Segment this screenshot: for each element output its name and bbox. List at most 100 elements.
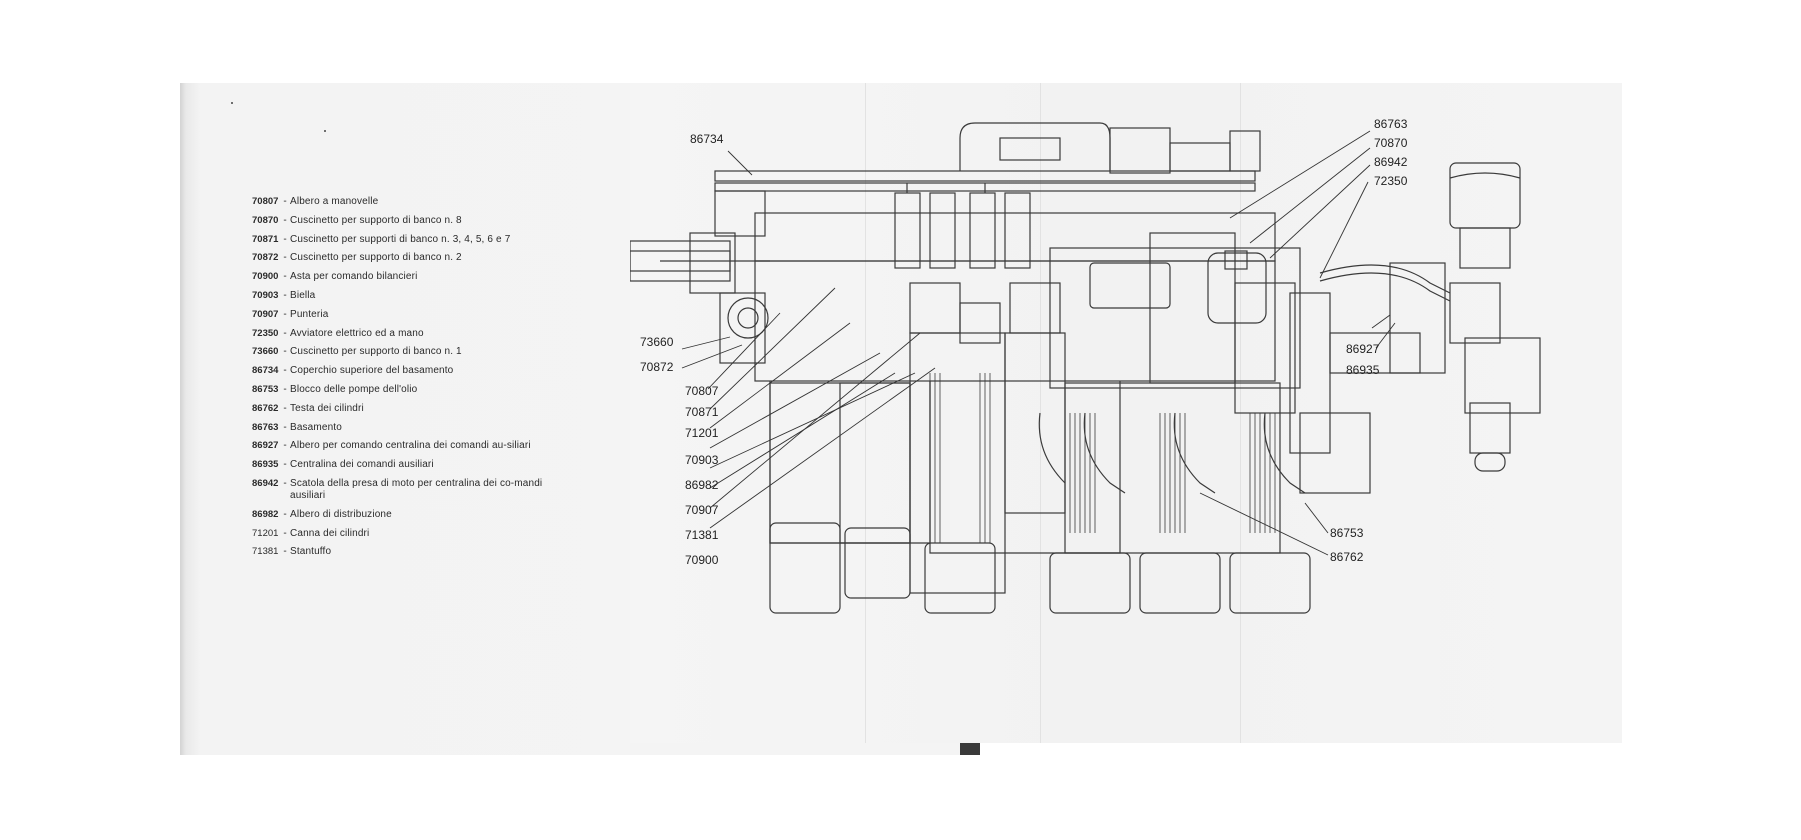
legend-item: 86753-Blocco delle pompe dell'olio (252, 384, 572, 396)
cylinder-block (769, 332, 1311, 614)
part-description: Testa dei cilindri (290, 402, 364, 414)
speck (324, 130, 326, 132)
callout-70871: 70871 (685, 405, 719, 419)
part-code: 70903 (252, 289, 279, 301)
part-code: 70900 (252, 271, 279, 283)
legend-item: 86762-Testa dei cilindri (252, 403, 572, 415)
part-code: 86935 (252, 459, 279, 471)
legend-item: 86927-Albero per comando centralina dei … (252, 440, 572, 452)
part-code: 72350 (252, 327, 279, 339)
legend-item: 70807-Albero a manovelle (252, 196, 572, 208)
page-fold (1040, 83, 1041, 743)
separator: - (283, 546, 287, 558)
callout-86753: 86753 (1330, 526, 1364, 540)
part-code: 86762 (252, 402, 279, 414)
part-code: 86734 (252, 365, 279, 377)
legend-item: 70870-Cuscinetto per supporto di banco n… (252, 215, 572, 227)
part-description: Canna dei cilindri (290, 527, 370, 539)
separator: - (283, 214, 287, 226)
rear-accessories (1234, 162, 1541, 494)
part-code: 73660 (252, 346, 279, 358)
separator: - (283, 327, 287, 339)
part-description: Basamento (290, 421, 342, 433)
legend-item: 72350-Avviatore elettrico ed a mano (252, 328, 572, 340)
separator: - (283, 196, 287, 207)
separator: - (283, 440, 287, 452)
callout-86935: 86935 (1346, 363, 1380, 377)
legend-item: 86942-Scatola della presa di moto per ce… (252, 478, 572, 502)
callout-71381: 71381 (685, 528, 719, 542)
part-description: Cuscinetto per supporti di banco n. 3, 4… (290, 233, 511, 245)
separator: - (283, 271, 287, 283)
part-code: 86927 (252, 440, 279, 452)
callouts: 86734 73660 70872 70807 70871 71201 7090… (640, 117, 1408, 567)
part-code: 70907 (252, 308, 279, 320)
legend-item: 86763-Basamento (252, 422, 572, 434)
page-fold (865, 83, 866, 743)
leader-lines (681, 130, 1396, 556)
callout-70872: 70872 (640, 360, 674, 374)
part-description: Biella (290, 289, 316, 301)
part-description: Stantuffo (290, 546, 332, 558)
separator: - (283, 289, 287, 301)
plug-leads (1038, 412, 1306, 494)
callout-70900: 70900 (685, 553, 719, 567)
part-description: Cuscinetto per supporto di banco n. 1 (290, 346, 462, 358)
right-page-scan (630, 83, 1622, 743)
legend-item: 71381-Stantuffo (252, 546, 572, 558)
engine-cross-section-drawing: 86734 73660 70872 70807 70871 71201 7090… (630, 117, 1541, 614)
callout-70903: 70903 (685, 453, 719, 467)
part-description: Coperchio superiore del basamento (290, 365, 454, 377)
top-rail (714, 122, 1261, 192)
callout-73660: 73660 (640, 335, 674, 349)
speck (231, 102, 233, 104)
legend-item: 70872-Cuscinetto per supporto di banco n… (252, 252, 572, 264)
legend-item: 70903-Biella (252, 290, 572, 302)
part-description: Centralina dei comandi ausiliari (290, 459, 434, 471)
legend-item: 86982-Albero di distribuzione (252, 509, 572, 521)
separator: - (283, 508, 287, 520)
part-description: Cuscinetto per supporto di banco n. 2 (290, 252, 462, 264)
callout-86927: 86927 (1346, 342, 1380, 356)
part-code: 71381 (252, 546, 279, 558)
legend-item: 70871-Cuscinetto per supporti di banco n… (252, 234, 572, 246)
separator: - (283, 477, 287, 489)
callout-70907: 70907 (685, 503, 719, 517)
separator: - (283, 365, 287, 377)
front-shaft (630, 190, 770, 364)
part-description: Blocco delle pompe dell'olio (290, 383, 418, 395)
part-description: Albero di distribuzione (290, 508, 392, 520)
callout-70870: 70870 (1374, 136, 1408, 150)
separator: - (283, 527, 287, 539)
part-description: Asta per comando bilancieri (290, 271, 418, 283)
legend-item: 70900-Asta per comando bilancieri (252, 271, 572, 283)
legend-item: 86734-Coperchio superiore del basamento (252, 365, 572, 377)
callout-72350: 72350 (1374, 174, 1408, 188)
callout-70807: 70807 (685, 384, 719, 398)
callout-71201: 71201 (685, 426, 719, 440)
callout-86734: 86734 (690, 132, 724, 146)
part-code: 70872 (252, 252, 279, 264)
callout-86763: 86763 (1374, 117, 1408, 131)
legend-item: 73660-Cuscinetto per supporto di banco n… (252, 346, 572, 358)
part-description: Albero a manovelle (290, 196, 379, 207)
part-description: Cuscinetto per supporto di banco n. 8 (290, 214, 462, 226)
separator: - (283, 346, 287, 358)
cylinder-fins (929, 373, 1276, 543)
part-code: 86982 (252, 508, 279, 520)
callout-86942: 86942 (1374, 155, 1408, 169)
part-description: Avviatore elettrico ed a mano (290, 327, 424, 339)
page-edge-shadow (960, 743, 980, 755)
part-code: 86763 (252, 421, 279, 433)
callout-86762: 86762 (1330, 550, 1364, 564)
part-description: Punteria (290, 308, 329, 320)
separator: - (283, 459, 287, 471)
part-code: 70870 (252, 214, 279, 226)
callout-86982: 86982 (685, 478, 719, 492)
part-code: 70871 (252, 233, 279, 245)
rocker-boxes (894, 183, 1031, 269)
part-description: Albero per comando centralina dei comand… (290, 440, 531, 452)
part-code: 86753 (252, 383, 279, 395)
separator: - (283, 383, 287, 395)
